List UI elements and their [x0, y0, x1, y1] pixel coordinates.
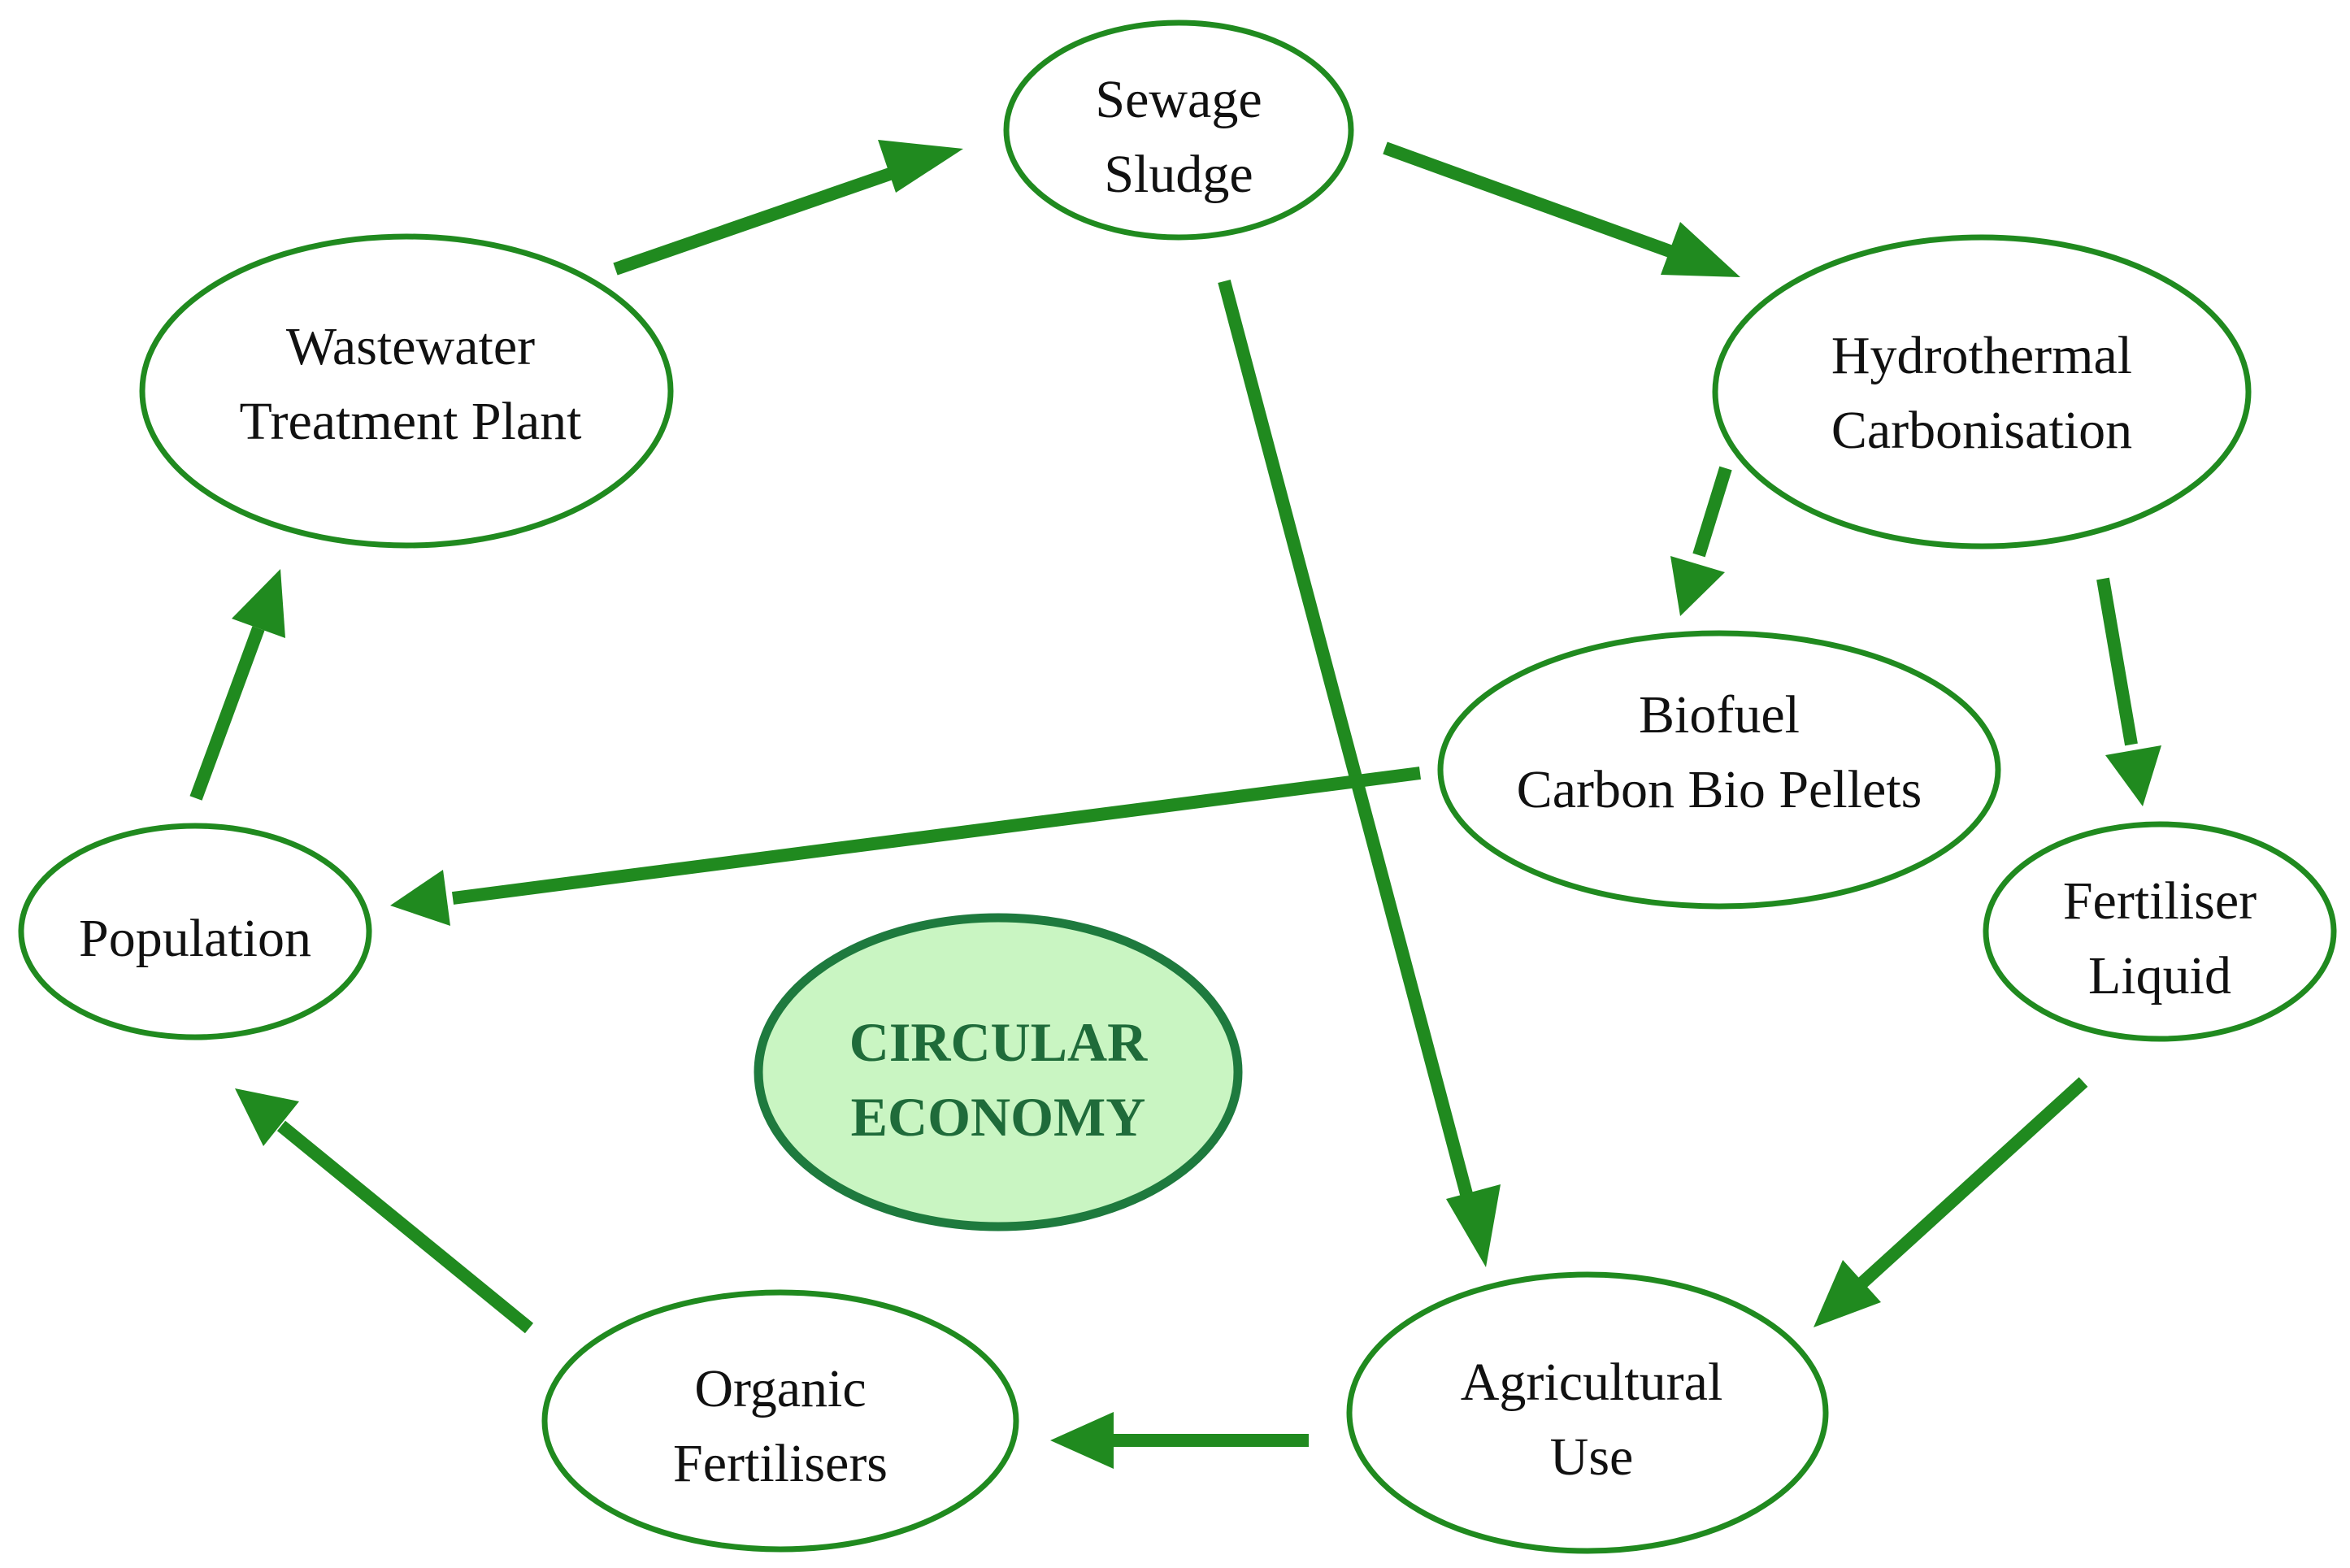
node-label-line2: Fertilisers — [673, 1434, 888, 1493]
arrow-population-to-wastewater — [189, 569, 285, 801]
arrow-wastewater-to-sewage — [613, 140, 963, 276]
center-label-line2: ECONOMY — [851, 1086, 1146, 1148]
node-label-line2: Treatment Plant — [239, 392, 581, 451]
node-wastewater-treatment-plant: Wastewater Treatment Plant — [139, 233, 674, 549]
node-biofuel-carbon-bio-pellets: Biofuel Carbon Bio Pellets — [1437, 630, 2001, 910]
node-label-line1: Fertiliser — [2063, 871, 2257, 931]
node-label-line1: Wastewater — [286, 317, 535, 376]
node-hydrothermal-carbonisation: Hydrothermal Carbonisation — [1712, 234, 2252, 549]
node-label-line1: Biofuel — [1639, 685, 1800, 745]
node-label-line2: Carbon Bio Pellets — [1517, 760, 1922, 819]
node-label-line2: Liquid — [2088, 946, 2231, 1006]
arrow-organic-to-population — [235, 1088, 534, 1334]
arrow-hydrothermal-to-biofuel — [1670, 466, 1732, 616]
node-label-line1: Agricultural — [1461, 1353, 1723, 1412]
node-sewage-sludge: Sewage Sludge — [1003, 20, 1354, 241]
node-label-line1: Hydrothermal — [1831, 326, 2132, 385]
node-label-line1: Sewage — [1095, 70, 1262, 129]
arrow-biofuel-to-population — [390, 767, 1422, 926]
arrow-sewage-to-hydrothermal — [1383, 141, 1740, 277]
center-label-line1: CIRCULAR — [849, 1011, 1148, 1073]
node-agricultural-use: Agricultural Use — [1346, 1271, 1829, 1554]
node-population: Population — [18, 823, 372, 1040]
arrow-fertiliser-to-agricultural — [1814, 1077, 2088, 1327]
node-label-line2: Carbonisation — [1831, 401, 2132, 460]
arrow-hydrothermal-to-fertiliser — [2096, 577, 2161, 806]
node-label-line2: Sludge — [1104, 145, 1253, 204]
arrow-agricultural-to-organic — [1050, 1412, 1309, 1469]
center-circular-economy: CIRCULAR ECONOMY — [754, 913, 1243, 1231]
node-label-line2: Use — [1550, 1427, 1634, 1487]
arrow-sewage-to-agricultural — [1218, 279, 1501, 1267]
arrows-layer — [189, 140, 2161, 1469]
node-organic-fertilisers: Organic Fertilisers — [541, 1289, 1019, 1553]
node-label-line1: Organic — [694, 1359, 866, 1418]
node-fertiliser-liquid: Fertiliser Liquid — [1983, 821, 2337, 1042]
node-label: Population — [79, 909, 311, 968]
